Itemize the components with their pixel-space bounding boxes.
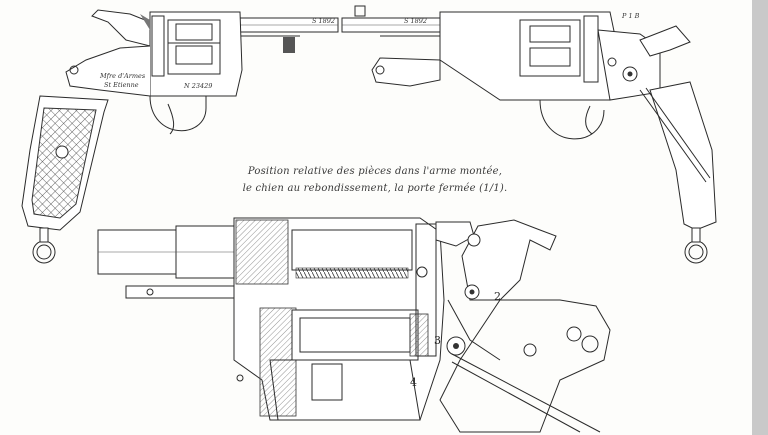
right-grip <box>649 81 717 231</box>
caption-line2: le chien au rebondissement, la porte fer… <box>242 183 508 194</box>
maker-line2: St Etienne <box>104 81 139 89</box>
right-tag: P 1 B <box>621 12 640 20</box>
barrel-mark-left: S 1892 <box>312 17 335 25</box>
cross-section: 2 3 4 <box>97 217 611 433</box>
left-grip-panel <box>31 107 97 219</box>
section-hammer-nose <box>435 221 475 247</box>
caption-line1: Position relative des pièces dans l'arme… <box>247 166 503 177</box>
section-hammer <box>461 219 557 301</box>
part-number-2: 2 <box>494 290 501 303</box>
right-trigger-guard <box>539 99 605 140</box>
barrel-mark-right: S 1892 <box>404 17 427 25</box>
technical-plate: Mfre d'Armes St Etienne N 23429 S 1892 <box>21 5 717 433</box>
right-trigger <box>585 105 593 135</box>
section-mainspring <box>451 353 601 433</box>
left-barrel-lug <box>283 37 295 53</box>
right-hammer <box>639 25 691 57</box>
part-number-4: 4 <box>410 376 417 389</box>
vertical-scrollbar[interactable] <box>752 0 768 435</box>
left-hammer <box>91 9 151 47</box>
right-mainspring <box>639 89 707 183</box>
left-trigger-guard <box>149 95 207 131</box>
left-backstrap <box>65 45 151 97</box>
right-revolver: S 1892 P 1 B <box>341 5 717 264</box>
section-trigger-block <box>311 363 343 401</box>
left-trigger <box>167 103 175 135</box>
part-number-3: 3 <box>434 334 441 347</box>
left-lanyard-ring <box>32 240 56 264</box>
revolver-drawings: Mfre d'Armes St Etienne N 23429 S 1892 <box>21 5 717 433</box>
left-cylinder <box>167 19 221 75</box>
right-lanyard-ring <box>684 240 708 264</box>
maker-line1: Mfre d'Armes <box>99 72 146 80</box>
serial-number: N 23429 <box>183 82 212 90</box>
section-grip-frame <box>439 299 611 433</box>
right-front-flare <box>371 57 441 87</box>
left-revolver: Mfre d'Armes St Etienne N 23429 S 1892 <box>21 9 339 264</box>
section-chamber-upper <box>291 229 413 271</box>
